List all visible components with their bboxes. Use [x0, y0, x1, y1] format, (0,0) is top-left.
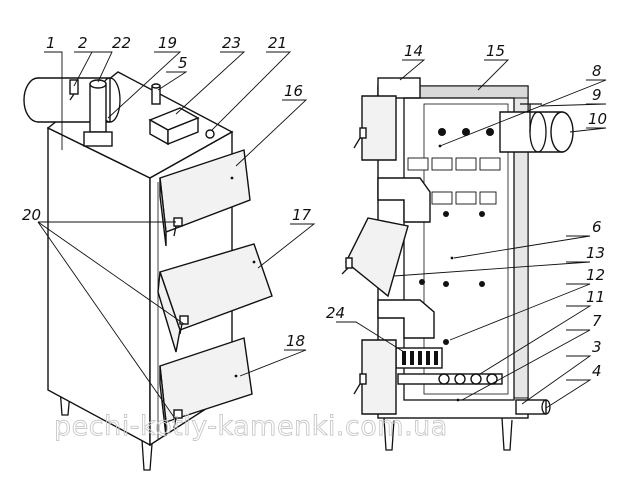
- door-handle-middle[interactable]: [179, 315, 189, 325]
- leg-section-right: [501, 417, 513, 451]
- section-door-13[interactable]: [345, 217, 409, 298]
- boiler-side-panel: [47, 126, 151, 447]
- top-insulation-15: [419, 85, 529, 99]
- leg-section-left: [383, 417, 395, 451]
- pipe-base: [83, 131, 113, 147]
- label-6: 6: [592, 218, 602, 236]
- section-step-upper: [377, 177, 431, 223]
- label-4: 4: [592, 362, 602, 380]
- label-7: 7: [592, 312, 602, 330]
- firebrick-row-middle: [431, 191, 497, 205]
- top-block-14: [377, 77, 421, 99]
- label-9: 9: [592, 86, 602, 104]
- return-pipe: [515, 399, 547, 415]
- draft-regulator-pipe: [89, 83, 107, 133]
- tube-12: [443, 339, 449, 345]
- leader-lines: [37, 51, 607, 421]
- section-door-ash[interactable]: [361, 339, 397, 415]
- section-step-lower: [377, 299, 435, 339]
- label-18: 18: [286, 332, 305, 350]
- label-12: 12: [586, 266, 605, 284]
- label-5: 5: [178, 54, 188, 72]
- label-10: 10: [588, 110, 607, 128]
- label-1: 1: [46, 34, 56, 52]
- label-19: 19: [158, 34, 177, 52]
- flue-outlet-end: [550, 111, 574, 153]
- label-16: 16: [284, 82, 303, 100]
- label-21: 21: [268, 34, 287, 52]
- part-labels: 1 2 22 19 23 21 5 16 17 18 20 14 15 8 9 …: [22, 34, 607, 380]
- label-23: 23: [222, 34, 241, 52]
- lower-tube-bar: [397, 373, 503, 385]
- exchanger-tubes-upper: [438, 128, 494, 136]
- leg-front-left: [59, 387, 71, 416]
- label-8: 8: [592, 62, 602, 80]
- section-door-upper[interactable]: [361, 95, 397, 161]
- boiler-exterior-view: [23, 71, 273, 471]
- label-11: 11: [586, 288, 605, 306]
- label-20: 20: [22, 206, 41, 224]
- watermark-text: pechi-kotly-kamenki.com.ua: [54, 411, 448, 442]
- fitting-2: [69, 79, 79, 95]
- door-handle-lower[interactable]: [173, 409, 183, 419]
- boiler-section-view: [341, 77, 574, 451]
- label-24: 24: [326, 304, 345, 322]
- firebrick-row-upper: [407, 157, 501, 171]
- label-13: 13: [586, 244, 605, 262]
- label-22: 22: [112, 34, 131, 52]
- label-14: 14: [404, 42, 423, 60]
- label-15: 15: [486, 42, 505, 60]
- exchanger-tubes-lower: [438, 373, 498, 385]
- label-3: 3: [592, 338, 602, 356]
- leg-front-right: [141, 439, 153, 471]
- label-2: 2: [78, 34, 88, 52]
- sensor-21: [205, 129, 215, 139]
- label-17: 17: [292, 206, 312, 224]
